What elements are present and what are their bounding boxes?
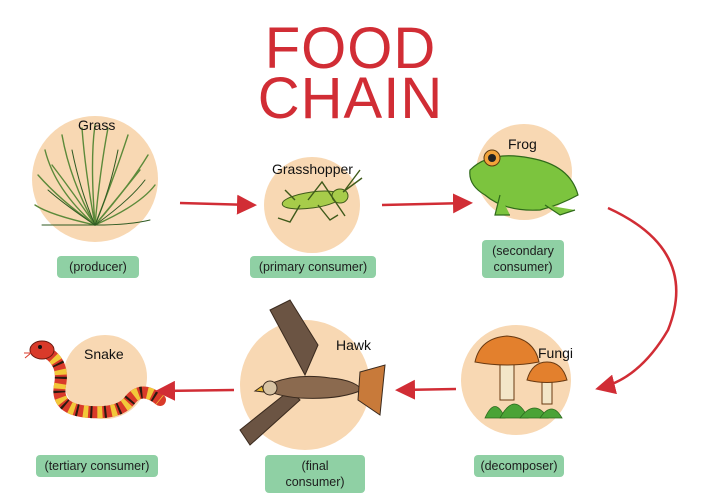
grass-name: Grass xyxy=(78,117,116,133)
fungi-role: (decomposer) xyxy=(474,455,564,477)
grasshopper-role: (primary consumer) xyxy=(250,256,376,278)
arrow-frog-to-fungi xyxy=(595,206,678,395)
frog-role-line-2: consumer) xyxy=(493,260,553,274)
grasshopper-name: Grasshopper xyxy=(272,161,353,177)
arrow-grasshopper-to-frog xyxy=(381,193,473,214)
grass-role: (producer) xyxy=(57,256,139,278)
frog-name: Frog xyxy=(508,136,537,152)
arrow-grass-to-grasshopper xyxy=(179,194,257,215)
hawk-name: Hawk xyxy=(336,337,372,353)
snake-name: Snake xyxy=(84,346,124,362)
frog-role-line-1: (secondary xyxy=(492,244,554,258)
title-line-1: FOOD xyxy=(264,16,437,81)
hawk-role: (final consumer) xyxy=(265,455,365,493)
snake-role: (tertiary consumer) xyxy=(36,455,158,477)
arrow-hawk-to-snake xyxy=(155,380,235,401)
title-line-2: CHAIN xyxy=(257,66,444,131)
arrow-fungi-to-hawk xyxy=(395,379,457,400)
fungi-name: Fungi xyxy=(538,345,574,361)
frog-role: (secondary consumer) xyxy=(482,240,564,278)
